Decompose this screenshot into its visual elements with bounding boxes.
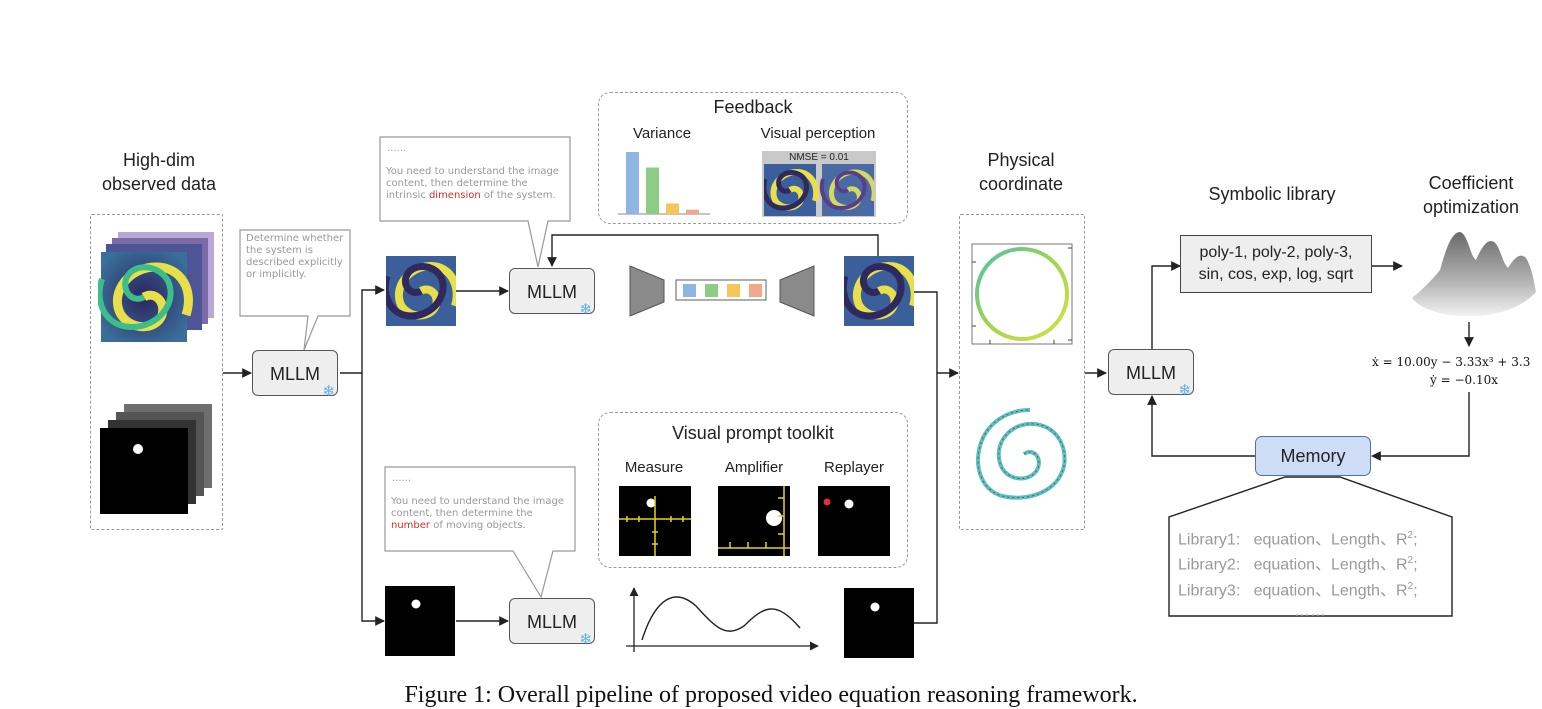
trajectory-plot bbox=[626, 587, 819, 652]
nmse-compare-images bbox=[764, 164, 874, 216]
feedback-panel bbox=[598, 92, 908, 224]
variance-bar bbox=[666, 203, 679, 214]
figure-caption: Figure 1: Overall pipeline of proposed v… bbox=[404, 682, 1138, 708]
measure-label: Measure bbox=[624, 459, 684, 476]
decoder-shape bbox=[779, 265, 815, 317]
ball-stack bbox=[100, 404, 212, 514]
amplifier-image bbox=[718, 486, 790, 556]
feedback-title: Feedback bbox=[713, 97, 793, 117]
mllm-node-1: MLLM ❄ bbox=[252, 350, 338, 400]
memory-trapezoid bbox=[1168, 476, 1453, 617]
arrow-spiral-out bbox=[914, 291, 959, 378]
arrow-ball-out bbox=[914, 373, 938, 624]
memory-row: Library2: equation、Length、R2; bbox=[1178, 555, 1418, 574]
toolkit-panel bbox=[598, 412, 908, 568]
memory-label: Memory bbox=[1280, 446, 1346, 466]
nmse-label: NMSE = 0.01 bbox=[789, 152, 849, 163]
arrow-eq-to-memory bbox=[1371, 392, 1470, 461]
spiral-stack bbox=[98, 232, 214, 342]
snowflake-icon: ❄ bbox=[1178, 382, 1191, 399]
replayer-image bbox=[818, 486, 890, 556]
bubble-dimension-shape bbox=[379, 136, 571, 268]
bubble-number-shape bbox=[384, 466, 576, 599]
symbolic-library-box: poly-1, poly-2, poly-3, sin, cos, exp, l… bbox=[1180, 235, 1372, 293]
snowflake-icon: ❄ bbox=[322, 383, 335, 400]
memory-more: …… bbox=[1294, 602, 1326, 620]
variance-bar bbox=[626, 152, 639, 214]
visual-perception-label: Visual perception bbox=[760, 125, 876, 142]
coef-title: Coefficient optimization bbox=[1422, 173, 1520, 217]
phase-circle-plot bbox=[971, 243, 1073, 345]
variance-label: Variance bbox=[632, 125, 692, 142]
observed-data-box bbox=[90, 214, 223, 530]
memory-row: Library1: equation、Length、R2; bbox=[1178, 530, 1418, 549]
bubble-number-text: You need to understand the image content… bbox=[391, 496, 564, 531]
measure-image bbox=[619, 486, 691, 556]
bubble-explicit-text: Determine whether the system is describe… bbox=[246, 233, 344, 280]
mllm-node-2: MLLM ❄ bbox=[509, 268, 595, 318]
mllm-node-3: MLLM ❄ bbox=[509, 598, 595, 648]
equation-line-1: ẋ = 10.00y − 3.33x³ + 3.3 bbox=[1372, 355, 1531, 369]
physical-box bbox=[959, 214, 1085, 530]
bubble-dimension-dots: ...... bbox=[387, 143, 407, 154]
mllm-node-4: MLLM ❄ bbox=[1108, 349, 1194, 399]
encoder-shape bbox=[629, 265, 665, 317]
variance-bar bbox=[646, 167, 659, 214]
arrow-mllm1-to-spiral bbox=[340, 285, 385, 374]
arrow-memory-to-mllm4 bbox=[1147, 395, 1255, 457]
variance-bar bbox=[686, 209, 699, 214]
latent-cell-4 bbox=[749, 284, 762, 297]
bubble-number-dots: ...... bbox=[392, 473, 412, 484]
symbolic-title: Symbolic library bbox=[1208, 184, 1336, 204]
memory-box: Memory bbox=[1255, 436, 1371, 476]
replayer-label: Replayer bbox=[823, 459, 885, 476]
latent-cell-1 bbox=[683, 284, 696, 297]
arrow-mllm4-to-library bbox=[1151, 261, 1181, 349]
amplifier-label: Amplifier bbox=[724, 459, 784, 476]
phase-spiral-plot bbox=[976, 408, 1067, 500]
latent-cell-3 bbox=[727, 284, 740, 297]
loss-surface-image bbox=[1412, 232, 1536, 317]
equation-line-2: ẏ = −0.10x bbox=[1430, 373, 1499, 387]
physical-title: Physical coordinate bbox=[978, 150, 1064, 194]
toolkit-title: Visual prompt toolkit bbox=[672, 423, 834, 443]
arrow-feedback-loop bbox=[547, 234, 879, 267]
bubble-explicit-shape bbox=[239, 229, 351, 351]
arrow-mllm1-to-ball bbox=[361, 373, 385, 626]
memory-row: Library3: equation、Length、R2; bbox=[1178, 580, 1418, 599]
snowflake-icon: ❄ bbox=[579, 631, 592, 648]
ball-frame-input bbox=[385, 586, 455, 656]
snowflake-icon: ❄ bbox=[579, 301, 592, 318]
bubble-dimension-text: You need to understand the image content… bbox=[386, 166, 559, 201]
spiral-frame-input bbox=[386, 256, 456, 326]
latent-cell-2 bbox=[705, 284, 718, 297]
variance-chart bbox=[618, 152, 710, 215]
ball-frame-output bbox=[844, 588, 914, 658]
memory-list: Library1: equation、Length、R2; Library2: … bbox=[1178, 525, 1448, 622]
autoencoder bbox=[629, 265, 815, 317]
observed-data-title: High-dim observed data bbox=[101, 150, 217, 194]
spiral-frame-output bbox=[844, 256, 914, 326]
